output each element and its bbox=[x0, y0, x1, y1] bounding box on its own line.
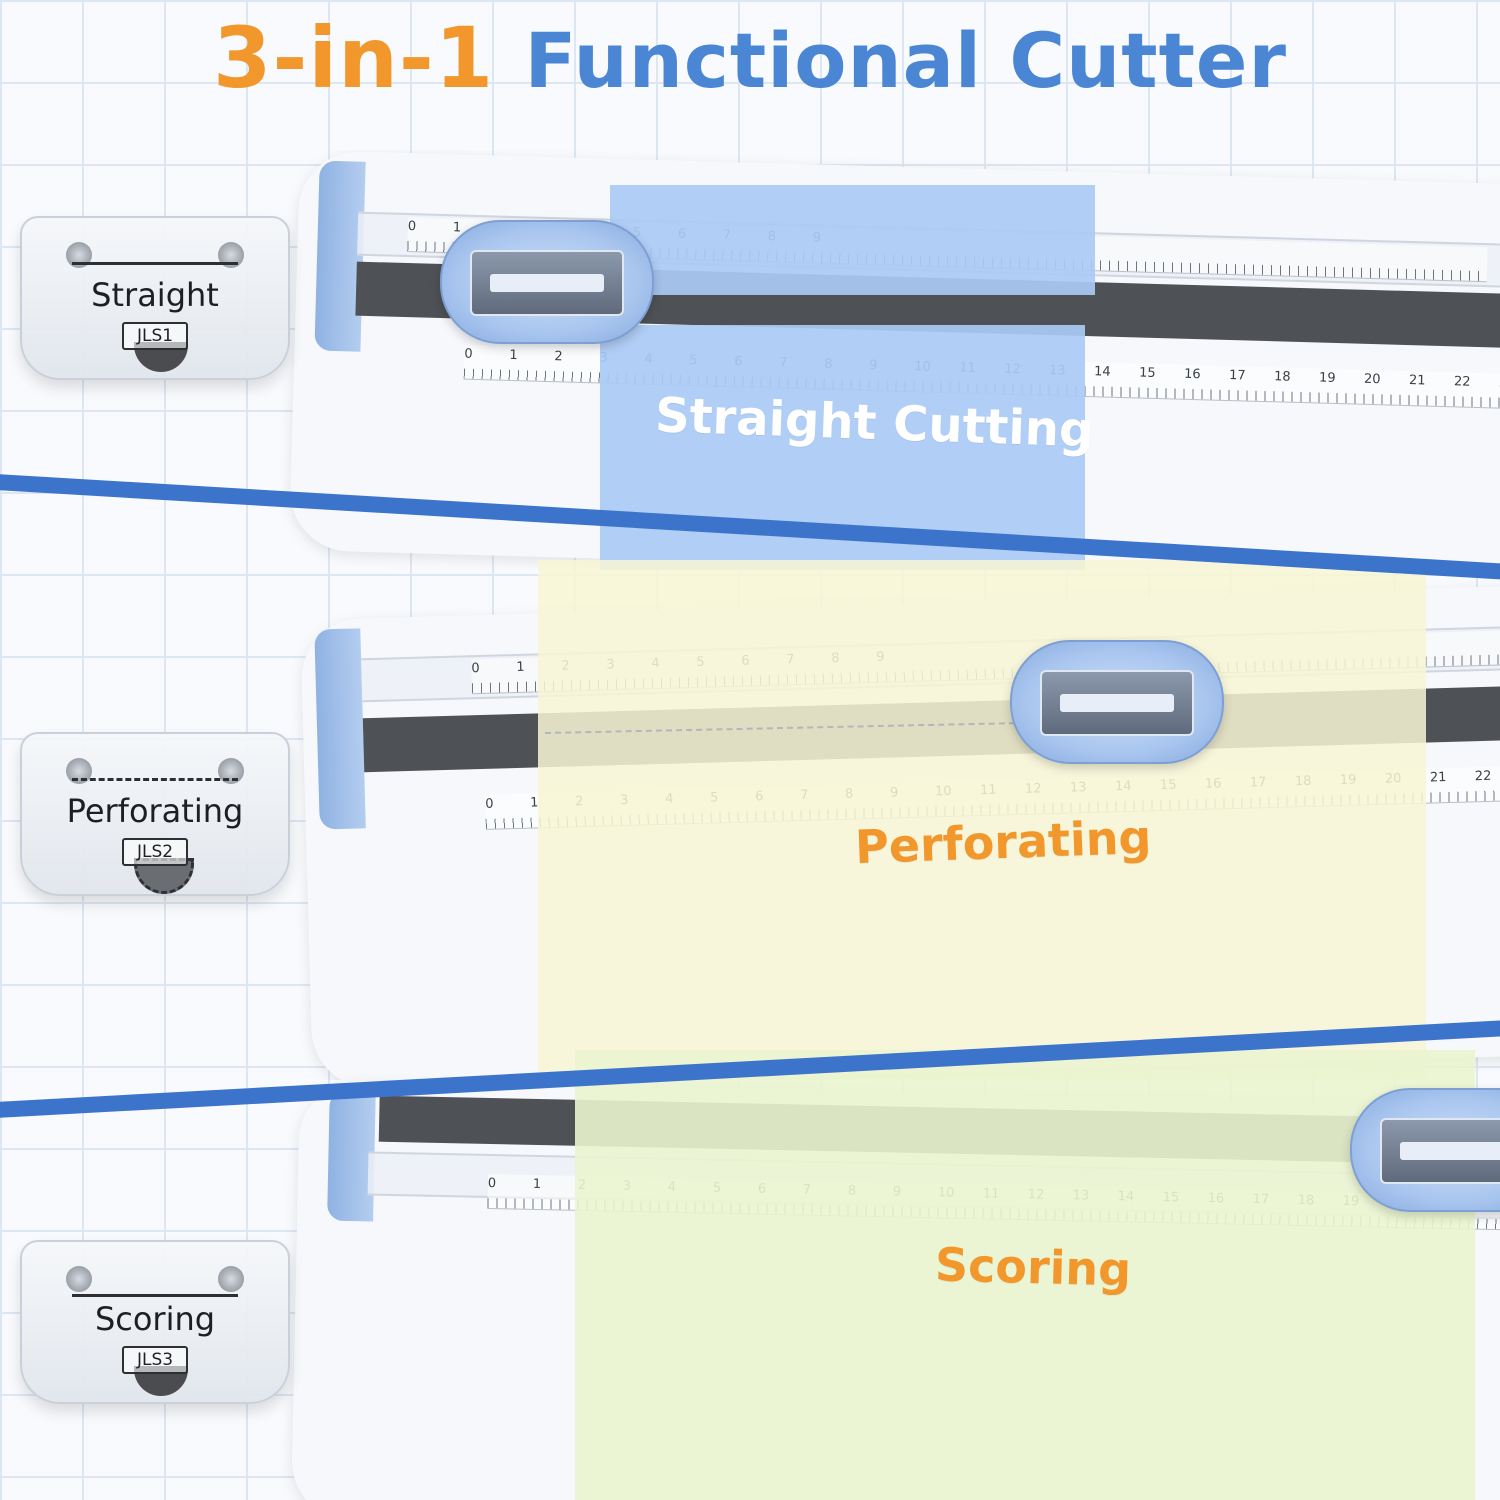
page-title: 3-in-1 Functional Cutter bbox=[0, 8, 1500, 109]
perforating-panel: 0123456789 01234567891011121314151617181… bbox=[0, 560, 1500, 1080]
cutter-end-cap bbox=[314, 628, 366, 830]
straight-line-icon bbox=[72, 1294, 238, 1297]
screw-icon bbox=[218, 1266, 244, 1292]
straight-cutting-panel: 0123456789 01234567891011121314151617181… bbox=[0, 150, 1500, 570]
carriage-window bbox=[470, 250, 624, 316]
straight-line-icon bbox=[72, 262, 238, 265]
perforating-blade-card: Perforating JLS2 bbox=[20, 732, 290, 896]
dashed-line-icon bbox=[72, 778, 238, 781]
blade-name: Scoring bbox=[94, 1300, 216, 1338]
blade-code: JLS3 bbox=[122, 1346, 188, 1374]
blade-code: JLS1 bbox=[122, 322, 188, 350]
carriage-window bbox=[1380, 1118, 1500, 1184]
cutter-carriage[interactable] bbox=[440, 220, 654, 344]
straight-blade-card: Straight JLS1 bbox=[20, 216, 290, 380]
screw-icon bbox=[66, 1266, 92, 1292]
scoring-blade-card: Scoring JLS3 bbox=[20, 1240, 290, 1404]
paper-overlay bbox=[575, 1050, 1475, 1500]
perforating-label: Perforating bbox=[854, 809, 1153, 875]
title-3in1: 3-in-1 bbox=[213, 9, 495, 107]
blade-name: Perforating bbox=[66, 792, 244, 830]
cutter-end-cap bbox=[314, 160, 366, 352]
carriage-window bbox=[1040, 670, 1194, 736]
blade-name: Straight bbox=[91, 276, 219, 314]
title-functional-cutter: Functional Cutter bbox=[524, 16, 1287, 105]
scoring-panel: 012345678910111213141516171819202122 Sco… bbox=[0, 1040, 1500, 1500]
paper-overlay bbox=[538, 560, 1426, 1080]
cutter-carriage[interactable] bbox=[1350, 1088, 1500, 1212]
paper-overlay-top bbox=[610, 185, 1095, 295]
cutter-carriage[interactable] bbox=[1010, 640, 1224, 764]
scoring-label: Scoring bbox=[934, 1237, 1132, 1297]
blade-code: JLS2 bbox=[122, 838, 188, 866]
